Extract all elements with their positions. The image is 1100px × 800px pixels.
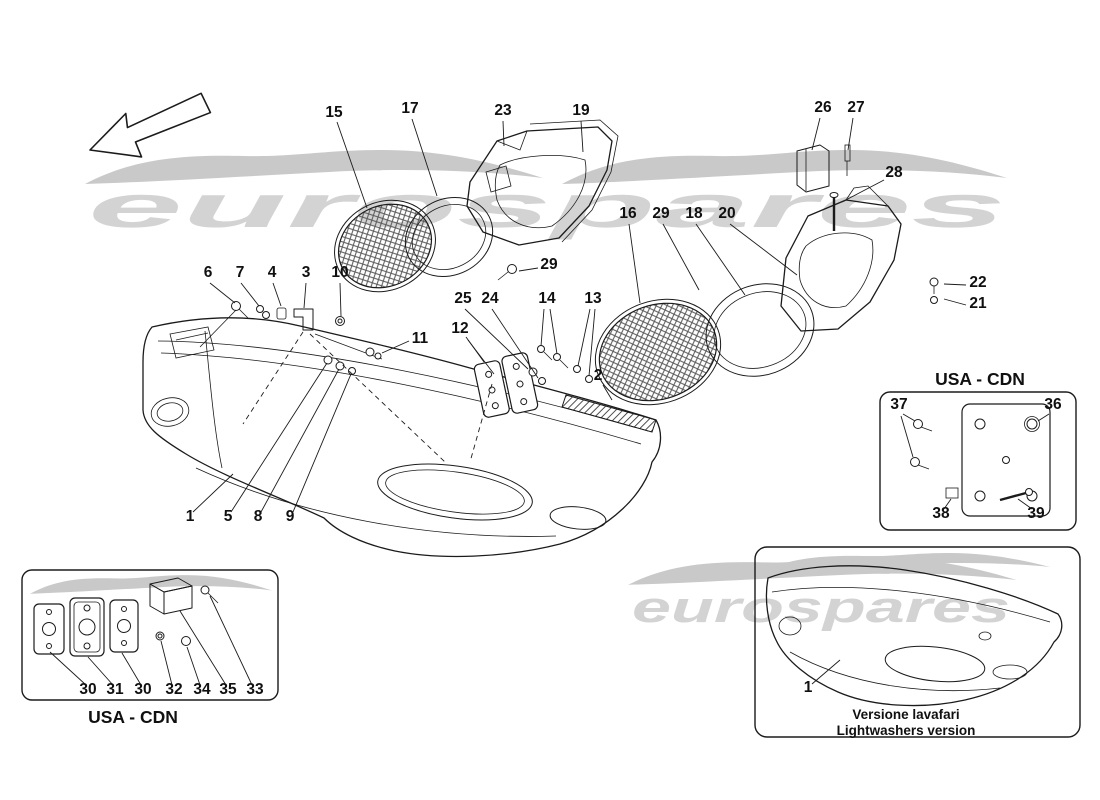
callout-15[interactable]: 15 (325, 104, 343, 121)
callout-7[interactable]: 7 (236, 264, 245, 281)
grille-mesh-right (594, 298, 722, 406)
callout-11[interactable]: 11 (412, 330, 429, 347)
callout-6[interactable]: 6 (204, 264, 213, 281)
grille-frame-left (404, 196, 494, 278)
lightwasher-relay-part (149, 577, 219, 615)
callout-4[interactable]: 4 (268, 264, 277, 281)
swoosh-top-right (562, 150, 1007, 184)
inset-bottom-left-box (21, 569, 279, 701)
callout-16[interactable]: 16 (619, 205, 637, 222)
side-screws-part (929, 277, 939, 304)
callout-29-screw[interactable]: 29 (540, 256, 558, 273)
callout-1[interactable]: 1 (186, 508, 195, 525)
callout-22[interactable]: 22 (969, 274, 986, 291)
callout-10[interactable]: 10 (331, 264, 348, 281)
inset-lightwashers: 1 Versione lavafari Lightwashers version (754, 546, 1081, 738)
callout-39[interactable]: 39 (1027, 505, 1045, 522)
callout-29-frame[interactable]: 29 (652, 205, 670, 222)
fastener-row-part (199, 301, 383, 375)
callout-23[interactable]: 23 (494, 102, 512, 119)
grille-mesh-left (334, 199, 436, 293)
inset-lightwashers-box (754, 546, 1081, 738)
callout-26[interactable]: 26 (814, 99, 832, 116)
watermark-group: eurospares eurospares (30, 150, 1051, 632)
inset-right-title: USA - CDN (935, 369, 1025, 389)
callout-33[interactable]: 33 (246, 681, 264, 698)
inset-usa-cdn-bottom-left: 30 31 30 32 34 35 33 USA - CDN (21, 569, 279, 727)
mount-plates-part (473, 345, 593, 418)
direction-arrow-icon (89, 92, 212, 158)
leader-lines (192, 117, 967, 513)
callout-19[interactable]: 19 (572, 102, 590, 119)
inset-bottom-left-title: USA - CDN (88, 707, 178, 727)
callout-27[interactable]: 27 (847, 99, 864, 116)
assembly-dashed-lines (242, 331, 493, 463)
air-duct-left (466, 119, 619, 246)
inset-right-box (879, 391, 1077, 531)
callout-35[interactable]: 35 (219, 681, 237, 698)
lightwasher-bumper-drawing (765, 565, 1063, 707)
inset-bottom-left-leaders (49, 595, 253, 686)
callout-24[interactable]: 24 (481, 290, 499, 307)
callout-30a[interactable]: 30 (79, 681, 96, 698)
callout-12[interactable]: 12 (451, 320, 468, 337)
callout-31[interactable]: 31 (106, 681, 124, 698)
caption-versione-lavafari: Versione lavafari (852, 707, 959, 722)
duct-screw-part (497, 264, 517, 281)
callout-1-lightwasher[interactable]: 1 (804, 679, 813, 696)
watermark-text-bottom: eurospares (632, 583, 1010, 632)
callout-8[interactable]: 8 (254, 508, 263, 525)
callout-37[interactable]: 37 (890, 396, 907, 413)
callout-18[interactable]: 18 (685, 205, 703, 222)
callout-14[interactable]: 14 (538, 290, 556, 307)
bracket-plate-part (910, 403, 1051, 517)
spoiler-strip-part (561, 394, 657, 433)
callout-20[interactable]: 20 (718, 205, 735, 222)
callout-32[interactable]: 32 (165, 681, 182, 698)
grille-frame-right (705, 283, 815, 377)
callout-5[interactable]: 5 (224, 508, 233, 525)
lightwasher-leader (811, 659, 841, 685)
inset-right-leaders (900, 413, 1050, 510)
caption-lightwashers-version: Lightwashers version (837, 723, 976, 738)
swoosh-top-left (85, 150, 543, 184)
callout-25[interactable]: 25 (454, 290, 472, 307)
callout-17[interactable]: 17 (401, 100, 418, 117)
callout-numbers: 15 17 23 19 26 27 28 16 29 18 20 22 21 2… (186, 99, 987, 525)
callout-2[interactable]: 2 (594, 367, 603, 384)
callout-34[interactable]: 34 (193, 681, 211, 698)
watermark-text-top: eurospares (88, 173, 1006, 240)
callout-21[interactable]: 21 (969, 295, 987, 312)
callout-9[interactable]: 9 (286, 508, 295, 525)
callout-30b[interactable]: 30 (134, 681, 151, 698)
mount-bracket-part (796, 144, 851, 231)
callout-38[interactable]: 38 (932, 505, 950, 522)
front-bumper-drawing (142, 317, 662, 558)
callout-3[interactable]: 3 (302, 264, 311, 281)
inset-usa-cdn-right: USA - CDN 37 36 38 39 (879, 369, 1077, 531)
callout-28[interactable]: 28 (885, 164, 903, 181)
gasket-plates-part (33, 597, 191, 657)
swoosh-bottom-right (628, 557, 1017, 585)
callout-13[interactable]: 13 (584, 290, 602, 307)
callout-36[interactable]: 36 (1044, 396, 1062, 413)
main-diagram: 15 17 23 19 26 27 28 16 29 18 20 22 21 2… (142, 99, 987, 558)
